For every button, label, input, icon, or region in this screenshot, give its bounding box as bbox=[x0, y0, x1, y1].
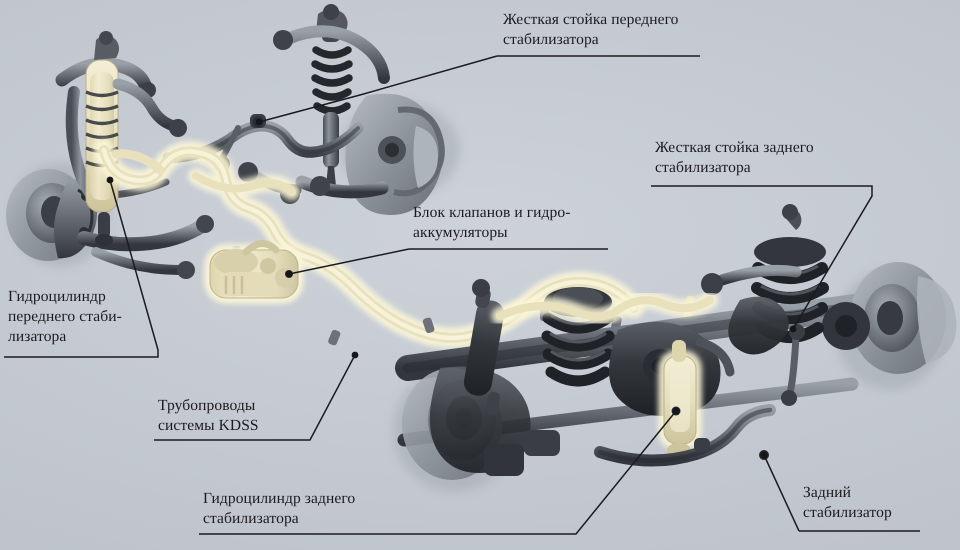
label-rear-stabilizer-rigid-link: Жесткая стойка заднего стабилизатора bbox=[655, 139, 814, 176]
label-front-stabilizer-hydraulic-cylinder: Гидроцилиндр переднего стаби- лизатора bbox=[8, 288, 122, 345]
label-valve-block-and-accumulators: Блок клапанов и гидро- аккумуляторы bbox=[413, 204, 571, 241]
valve-block-and-accumulators bbox=[206, 240, 302, 302]
label-front-stabilizer-rigid-link: Жесткая стойка переднего стабилизатора bbox=[503, 11, 679, 48]
label-rear-stabilizer: Задний стабилизатор bbox=[803, 484, 892, 521]
label-kdss-system-pipelines: Трубопроводы системы KDSS bbox=[158, 397, 259, 434]
rear-left-shock bbox=[463, 279, 505, 415]
label-rear-stabilizer-hydraulic-cylinder: Гидроцилиндр заднего стабилизатора bbox=[203, 490, 356, 527]
rear-hydraulic-cylinder bbox=[660, 340, 700, 457]
rear-axle-assembly bbox=[395, 204, 957, 480]
